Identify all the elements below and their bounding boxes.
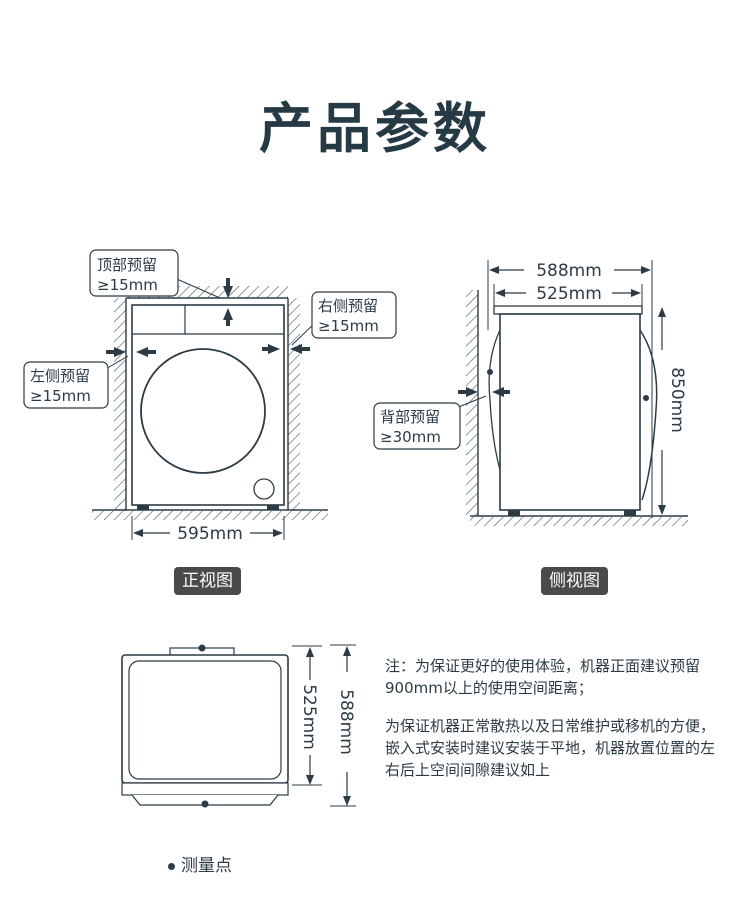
note-front-space: 注：为保证更好的使用体验，机器正面建议预留900mm以上的使用空间距离； [385,657,701,697]
top-total-depth-label: 588mm [336,689,356,755]
side-door-bulge [639,329,658,501]
side-floor-hatch [470,517,688,526]
machine-side-body [499,313,641,511]
note-installation: 为保证机器正常散热以及日常维护或移机的方便，嵌入式安装时建议安装于平地，机器放置… [385,717,716,779]
measure-point-bottom [201,800,209,808]
side-total-depth-label: 588mm [536,261,602,281]
side-top-panel [493,305,643,315]
right-clearance-value: ≥15mm [318,317,379,335]
measure-point-top [198,644,206,652]
page-title: 产品参数 [259,97,491,160]
front-view-tag: 正视图 [174,567,241,595]
back-wall-hatch [466,290,478,516]
back-clearance-value: ≥30mm [380,428,441,446]
right-arrow-in [262,344,280,354]
back-hoses [488,329,501,471]
back-arrow-in [492,387,510,397]
legend-label: 测量点 [181,856,232,876]
door-circle [140,348,266,474]
left-wall-hatch [114,298,126,510]
side-view: 588mm 525mm 850mm 背部预留 ≥30mm [373,260,688,526]
left-clearance-value: ≥15mm [30,387,91,405]
front-width-label: 595mm [177,524,243,544]
left-arrow-out [106,347,126,357]
floor-hatch [92,511,328,520]
right-arrow-out [290,344,310,354]
front-view: 595mm 顶部预留 ≥15mm 右侧预留 ≥15mm 左侧预留 ≥15mm [23,249,397,544]
top-body-depth-label: 525mm [299,684,319,750]
side-view-tag: 侧视图 [541,567,608,595]
back-clearance-label: 背部预留 [380,408,440,426]
side-height-label: 850mm [667,367,687,433]
top-arrow-down [223,278,233,298]
top-view-lid [128,660,282,780]
top-clearance-value: ≥15mm [97,276,158,294]
top-arrow-up [223,308,233,326]
left-clearance-callout: 左侧预留 ≥15mm [23,361,109,409]
left-arrow-in [136,347,156,357]
back-arrow-out [458,387,478,397]
top-view: 525mm 588mm [121,644,356,808]
left-clearance-label: 左侧预留 [30,367,90,385]
top-clearance-label: 顶部预留 [97,256,157,274]
right-clearance-label: 右侧预留 [318,297,378,315]
measure-point-dot-icon [168,862,175,870]
filter-cap [253,478,275,500]
top-clearance-callout: 顶部预留 ≥15mm [89,249,179,297]
right-wall-hatch [288,298,300,510]
right-clearance-callout: 右侧预留 ≥15mm [311,291,397,339]
side-body-depth-label: 525mm [536,284,602,304]
measure-point-legend: 测量点 [168,851,232,876]
back-clearance-callout: 背部预留 ≥30mm [373,402,461,450]
